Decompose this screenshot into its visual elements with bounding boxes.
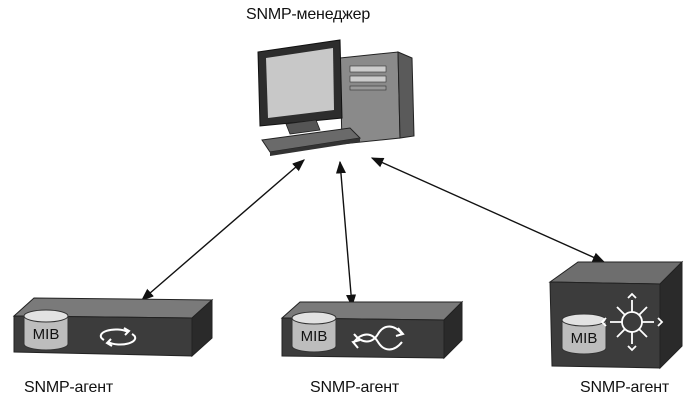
mib-database-icon: MIB <box>291 311 337 353</box>
manager-computer-icon <box>257 39 415 156</box>
connector-agent-1 <box>141 159 305 301</box>
agent-device-3: MIB <box>548 260 684 370</box>
interlocked-arrows-icon <box>351 325 405 351</box>
mib-label: MIB <box>571 330 598 347</box>
connector-lines <box>141 157 606 308</box>
mib-database-icon: MIB <box>561 313 607 355</box>
mib-database-icon: MIB <box>23 309 69 351</box>
connector-agent-2 <box>335 160 357 308</box>
agent-device-1: MIB <box>12 297 214 358</box>
agent-label-2: SNMP-агент <box>310 379 400 396</box>
manager-label: SNMP-менеджер <box>246 6 371 23</box>
router-arrows-icon <box>600 292 664 352</box>
agent-label-3: SNMP-агент <box>580 379 670 396</box>
mib-label: MIB <box>33 326 60 343</box>
mib-label: MIB <box>301 328 328 345</box>
agent-label-1: SNMP-агент <box>24 379 114 396</box>
connector-agent-3 <box>370 157 606 263</box>
agent-device-2: MIB <box>280 300 464 360</box>
cycle-arrows-icon <box>99 327 137 347</box>
